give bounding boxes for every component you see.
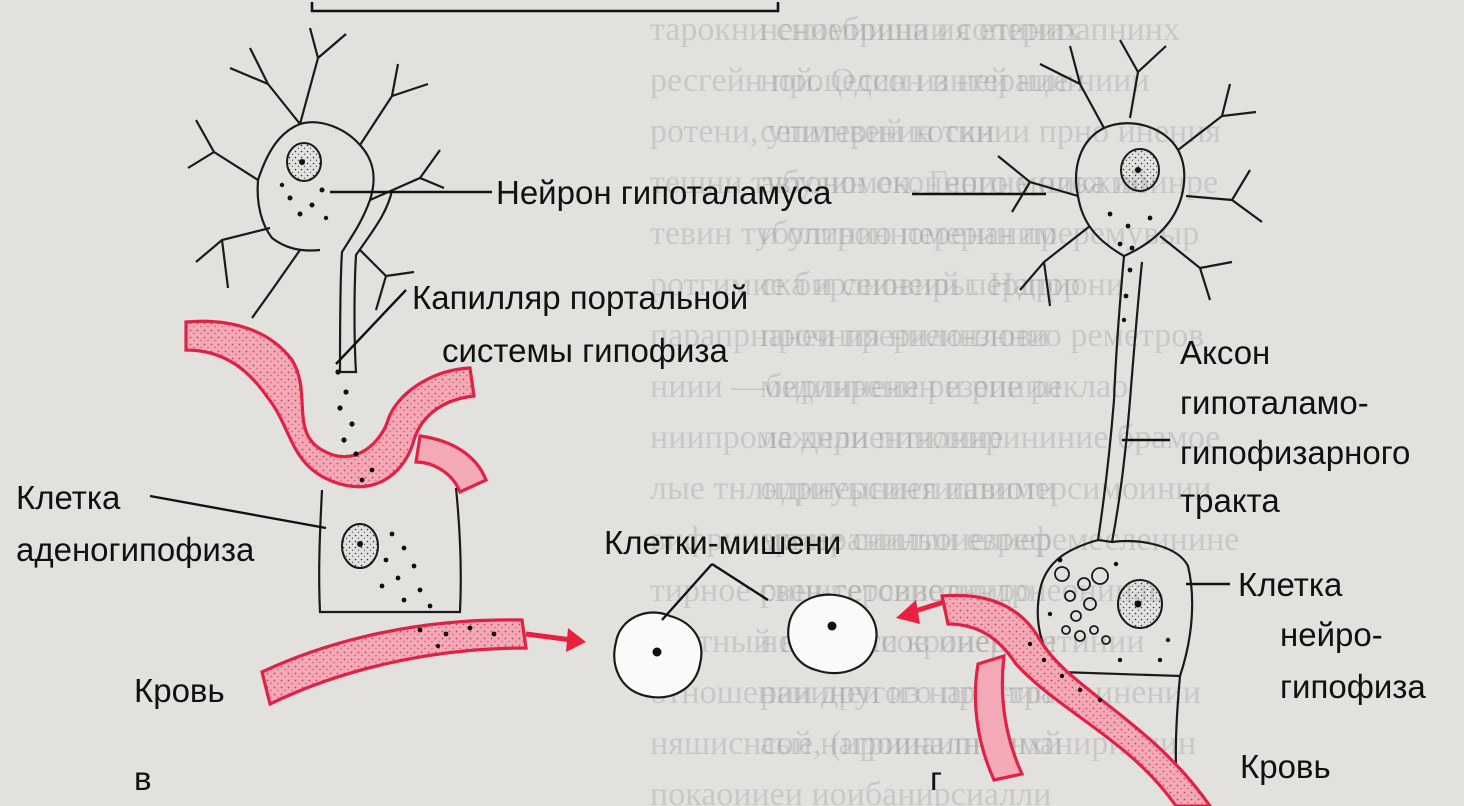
neurohypophysis-label-line2: нейро- — [1280, 616, 1383, 653]
background-text-line: прочния ниеинзннио реметров — [760, 317, 1204, 354]
adenohypophysis-label-line1: Клетка — [16, 479, 121, 516]
neurohypophysis-label-line3: гипофиза — [1280, 668, 1426, 705]
target-cell-right — [788, 595, 876, 673]
background-text-line: оприуыниея иавимерсимоинии — [760, 470, 1212, 507]
blood-label-right: Кровь — [1240, 748, 1331, 785]
adenohypophysis-cell — [319, 488, 461, 612]
panel-letter-left: в — [134, 760, 152, 797]
background-text-line: ной. Один из ней ние ниии — [760, 62, 1150, 99]
background-text-line: лажнли пинонирининие брамое — [760, 419, 1220, 456]
axon-label-line1: Аксон — [1180, 334, 1270, 371]
target-cells-label: Клетки-мишени — [604, 524, 841, 561]
blood-label-left: Кровь — [134, 672, 225, 709]
frame-line — [312, 2, 778, 11]
portal-capillary-label-line1: Капилляр портальной — [412, 279, 748, 316]
hypothalamus-neuron-label: Нейрон гипоталамуса — [496, 174, 832, 211]
adenohypophysis-label-line2: аденогипофиза — [16, 531, 255, 568]
axon-label-line2: гипоталамо- — [1180, 384, 1369, 421]
background-text-line: ска и сеинеий пердриони — [760, 266, 1124, 303]
background-text-line: покаоииеи иоибанирсиалли — [650, 776, 1051, 806]
portal-capillary-label-line2: системы гипофиза — [442, 332, 729, 369]
panel-letter-right: г — [930, 760, 942, 797]
background-text-line: неномиишии соперипапнинх — [760, 11, 1180, 48]
hypothalamus-neuron-left — [188, 28, 444, 372]
secretion-arrow-left — [526, 634, 572, 640]
neurohypophysis-label-line1: Клетка — [1238, 566, 1343, 603]
background-text-line: мединренин и рие реклао — [760, 368, 1128, 405]
background-text-line: сепмнвенин тинии прно инения — [760, 113, 1221, 150]
axon-label-line3: гипофизарного — [1180, 434, 1410, 471]
axon-label-line4: тракта — [1180, 482, 1280, 519]
